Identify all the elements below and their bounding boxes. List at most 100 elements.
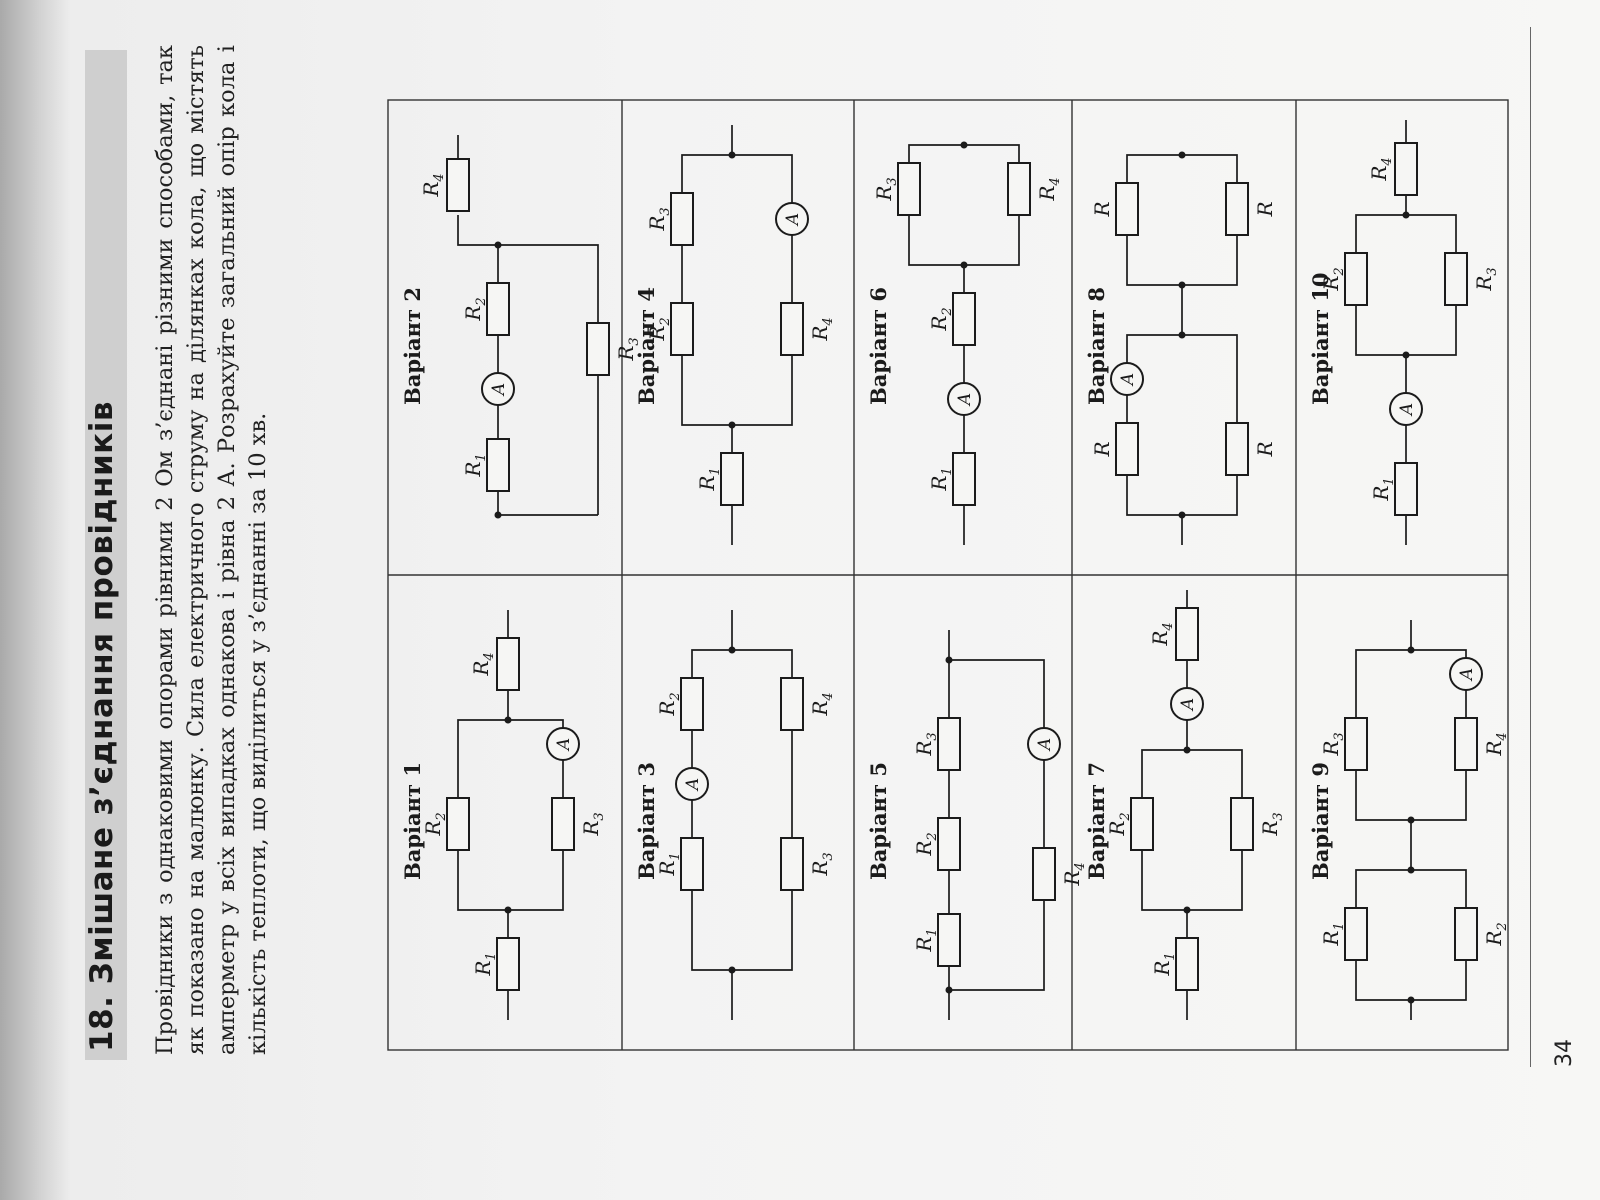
resistor-label: R3 (614, 337, 642, 361)
resistor-label: R2 (912, 832, 940, 856)
wire (732, 355, 793, 426)
footer-rule (1530, 27, 1531, 1067)
resistor (1230, 797, 1254, 851)
resistor-label: R1 (1369, 477, 1397, 501)
resistor-label: R3 (808, 852, 836, 876)
resistor (670, 302, 694, 356)
wire (1126, 154, 1182, 183)
wire (1355, 214, 1406, 253)
resistor (937, 717, 961, 771)
wire (457, 850, 508, 911)
resistor-label: R1 (1319, 922, 1347, 946)
wire (1411, 960, 1467, 1001)
resistor-label: R3 (1472, 267, 1500, 291)
variant-label: Варіант 5 (866, 762, 891, 880)
resistor-label: R2 (927, 307, 955, 331)
resistor (680, 837, 704, 891)
wire (498, 244, 599, 323)
wire (1187, 850, 1243, 911)
resistor (551, 797, 575, 851)
resistor-label: R1 (471, 952, 499, 976)
resistor (1175, 937, 1199, 991)
ammeter-label: A (554, 738, 574, 752)
wire (1355, 869, 1411, 908)
resistor (680, 677, 704, 731)
resistor (897, 162, 921, 216)
resistor-label: R3 (1258, 812, 1286, 836)
wire (949, 900, 1045, 991)
ammeter-label: A (1178, 698, 1198, 712)
resistor (720, 452, 744, 506)
resistor (1175, 607, 1199, 661)
wire (457, 215, 498, 246)
resistor (780, 837, 804, 891)
wire (1355, 960, 1411, 1001)
wire (508, 850, 564, 911)
resistor (1444, 252, 1468, 306)
wire (508, 719, 564, 728)
variant-label: Варіант 3 (634, 762, 659, 880)
wire (1411, 869, 1467, 908)
wire (1355, 649, 1411, 718)
resistor (1115, 182, 1139, 236)
wire (1182, 334, 1238, 423)
variant-label: Варіант 1 (400, 762, 425, 880)
wire (732, 649, 793, 678)
resistor-label: R1 (461, 453, 489, 477)
resistor (1007, 162, 1031, 216)
resistor (446, 797, 470, 851)
resistor-label: R1 (695, 467, 723, 491)
wire (681, 154, 732, 193)
resistor-label: R2 (1319, 267, 1347, 291)
wire (1411, 649, 1467, 658)
resistor (1344, 252, 1368, 306)
wire (1406, 214, 1457, 253)
junction-node (1178, 151, 1186, 159)
resistor (1115, 422, 1139, 476)
resistor (496, 637, 520, 691)
resistor-label: R4 (1482, 732, 1510, 756)
resistor-label: R1 (1150, 952, 1178, 976)
resistor (1454, 717, 1478, 771)
resistor-label: R3 (1319, 732, 1347, 756)
wire (908, 215, 964, 266)
wire (1141, 749, 1187, 798)
resistor-label: R4 (1060, 862, 1088, 886)
resistor-label: R2 (1482, 922, 1510, 946)
ammeter-label: A (1457, 668, 1477, 682)
resistor-label: R2 (1105, 812, 1133, 836)
ammeter-label: A (783, 213, 803, 227)
resistor-label: R4 (1035, 177, 1063, 201)
resistor (1344, 907, 1368, 961)
wire (1411, 770, 1467, 821)
resistor (1130, 797, 1154, 851)
ammeter-label: A (683, 778, 703, 792)
resistor-label: R (1090, 201, 1114, 217)
wire (1126, 475, 1182, 516)
resistor (952, 292, 976, 346)
wire (732, 154, 793, 203)
resistor (586, 322, 610, 376)
wire (908, 144, 964, 163)
resistor-label: R2 (645, 317, 673, 341)
resistor (486, 438, 510, 492)
resistor (1394, 142, 1418, 196)
resistor-label: R3 (912, 732, 940, 756)
ammeter-label: A (1118, 373, 1138, 387)
page-number: 34 (1552, 1039, 1577, 1067)
resistor (952, 452, 976, 506)
variant-label: Варіант 4 (634, 287, 659, 405)
resistor-label: R (1090, 441, 1114, 457)
resistor (670, 192, 694, 246)
ammeter-label: A (1035, 738, 1055, 752)
ammeter-label: A (955, 393, 975, 407)
wire (681, 355, 732, 426)
